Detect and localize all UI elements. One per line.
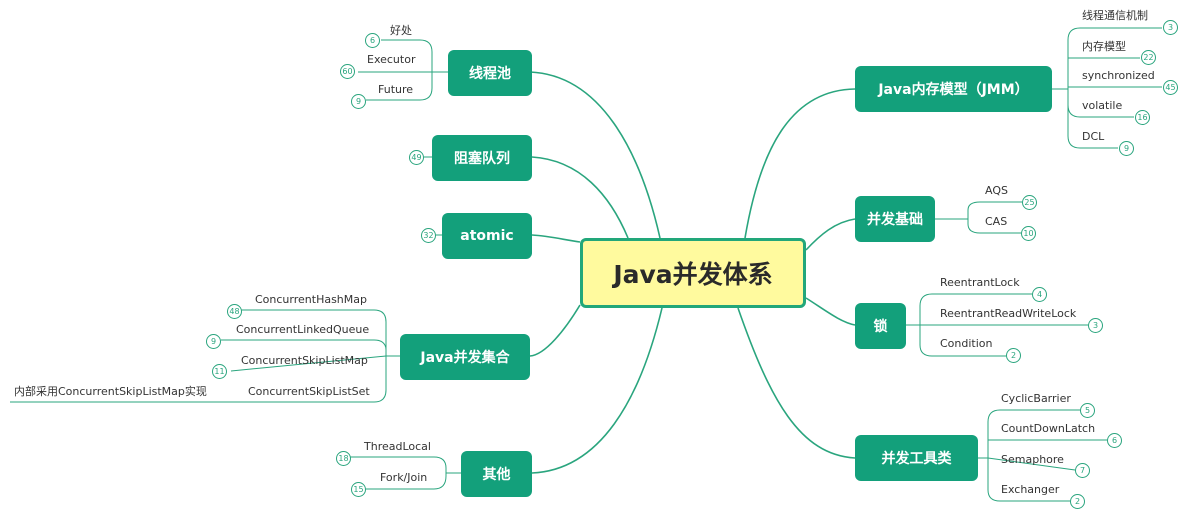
leaf-executor[interactable]: Executor — [367, 53, 416, 66]
leaf-memory-model[interactable]: 内存模型 — [1082, 40, 1126, 53]
leaf-synchronized[interactable]: synchronized — [1082, 69, 1155, 82]
leaf-skip-list-set-note[interactable]: 内部采用ConcurrentSkipListMap实现 — [14, 385, 207, 398]
count-badge: 22 — [1141, 50, 1156, 65]
count-badge: 11 — [212, 364, 227, 379]
leaf-volatile[interactable]: volatile — [1082, 99, 1123, 112]
count-badge: 32 — [421, 228, 436, 243]
count-badge: 25 — [1022, 195, 1037, 210]
leaf-benefits[interactable]: 好处 — [390, 24, 412, 37]
leaf-dcl[interactable]: DCL — [1082, 130, 1105, 143]
leaf-thread-local[interactable]: ThreadLocal — [364, 440, 431, 453]
topic-concurrency-basics[interactable]: 并发基础 — [855, 196, 935, 242]
count-badge: 15 — [351, 482, 366, 497]
leaf-condition[interactable]: Condition — [940, 337, 993, 350]
central-topic[interactable]: Java并发体系 — [580, 238, 806, 308]
leaf-semaphore[interactable]: Semaphore — [1001, 453, 1064, 466]
leaf-concurrent-hash-map[interactable]: ConcurrentHashMap — [255, 293, 367, 306]
count-badge: 10 — [1021, 226, 1036, 241]
leaf-future[interactable]: Future — [378, 83, 414, 96]
leaf-reentrant-read-write-lock[interactable]: ReentrantReadWriteLock — [940, 307, 1077, 320]
topic-jmm[interactable]: Java内存模型（JMM） — [855, 66, 1052, 112]
leaf-thread-communication[interactable]: 线程通信机制 — [1082, 9, 1148, 22]
count-badge: 9 — [206, 334, 221, 349]
leaf-cas[interactable]: CAS — [985, 215, 1008, 228]
count-badge: 3 — [1163, 20, 1178, 35]
count-badge: 6 — [365, 33, 380, 48]
count-badge: 48 — [227, 304, 242, 319]
leaf-aqs[interactable]: AQS — [985, 184, 1008, 197]
count-badge: 2 — [1006, 348, 1021, 363]
count-badge: 18 — [336, 451, 351, 466]
count-badge: 60 — [340, 64, 355, 79]
leaf-exchanger[interactable]: Exchanger — [1001, 483, 1060, 496]
count-badge: 7 — [1075, 463, 1090, 478]
count-badge: 2 — [1070, 494, 1085, 509]
leaf-fork-join[interactable]: Fork/Join — [380, 471, 428, 484]
topic-blocking-queue[interactable]: 阻塞队列 — [432, 135, 532, 181]
topic-atomic[interactable]: atomic — [442, 213, 532, 259]
count-badge: 6 — [1107, 433, 1122, 448]
leaf-concurrent-skip-list-map[interactable]: ConcurrentSkipListMap — [241, 354, 368, 367]
count-badge: 9 — [351, 94, 366, 109]
count-badge: 45 — [1163, 80, 1178, 95]
count-badge: 3 — [1088, 318, 1103, 333]
topic-concurrency-tools[interactable]: 并发工具类 — [855, 435, 978, 481]
count-badge: 4 — [1032, 287, 1047, 302]
leaf-concurrent-skip-list-set[interactable]: ConcurrentSkipListSet — [248, 385, 370, 398]
count-badge: 49 — [409, 150, 424, 165]
topic-thread-pool[interactable]: 线程池 — [448, 50, 532, 96]
leaf-count-down-latch[interactable]: CountDownLatch — [1001, 422, 1096, 435]
leaf-cyclic-barrier[interactable]: CyclicBarrier — [1001, 392, 1071, 405]
topic-concurrent-collections[interactable]: Java并发集合 — [400, 334, 530, 380]
leaf-reentrant-lock[interactable]: ReentrantLock — [940, 276, 1020, 289]
count-badge: 16 — [1135, 110, 1150, 125]
topic-lock[interactable]: 锁 — [855, 303, 906, 349]
leaf-concurrent-linked-queue[interactable]: ConcurrentLinkedQueue — [236, 323, 370, 336]
topic-other[interactable]: 其他 — [461, 451, 532, 497]
count-badge: 5 — [1080, 403, 1095, 418]
count-badge: 9 — [1119, 141, 1134, 156]
